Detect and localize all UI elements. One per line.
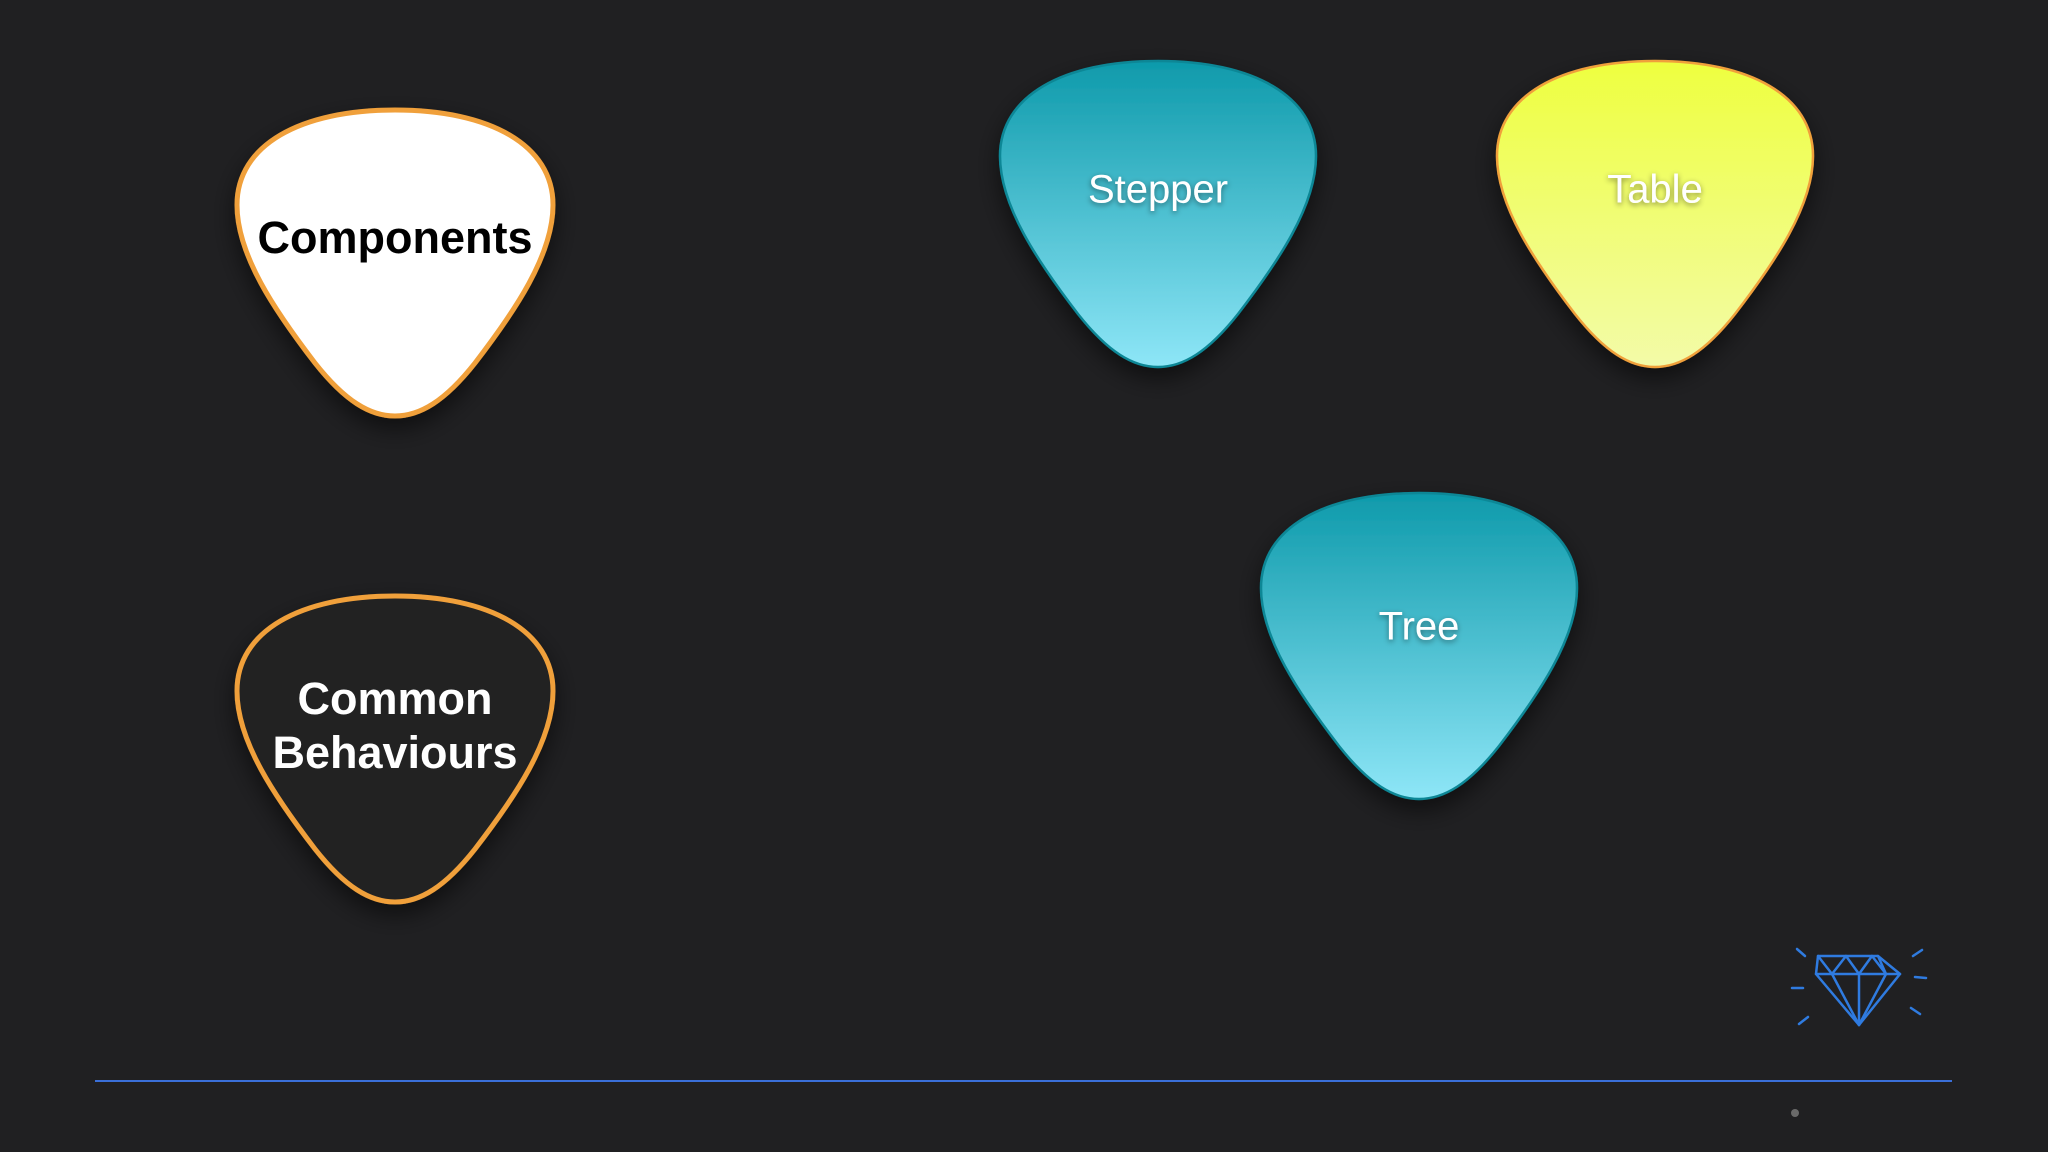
common-behaviours-pick[interactable]: Common Behaviours — [237, 596, 553, 902]
tree-pick[interactable]: Tree — [1259, 491, 1579, 801]
stepper-pick[interactable]: Stepper — [998, 59, 1318, 369]
tree-label: Tree — [1379, 605, 1460, 649]
components-label: Components — [258, 212, 533, 263]
stepper-label: Stepper — [1088, 168, 1228, 212]
table-pick[interactable]: Table — [1495, 59, 1815, 369]
table-label: Table — [1607, 168, 1703, 212]
common-behaviours-label-line1: Common — [298, 673, 493, 724]
components-pick[interactable]: Components — [237, 110, 553, 416]
page-dot-icon — [1791, 1109, 1799, 1117]
common-behaviours-label-line2: Behaviours — [272, 727, 517, 778]
diamond-icon — [1790, 947, 1928, 1027]
